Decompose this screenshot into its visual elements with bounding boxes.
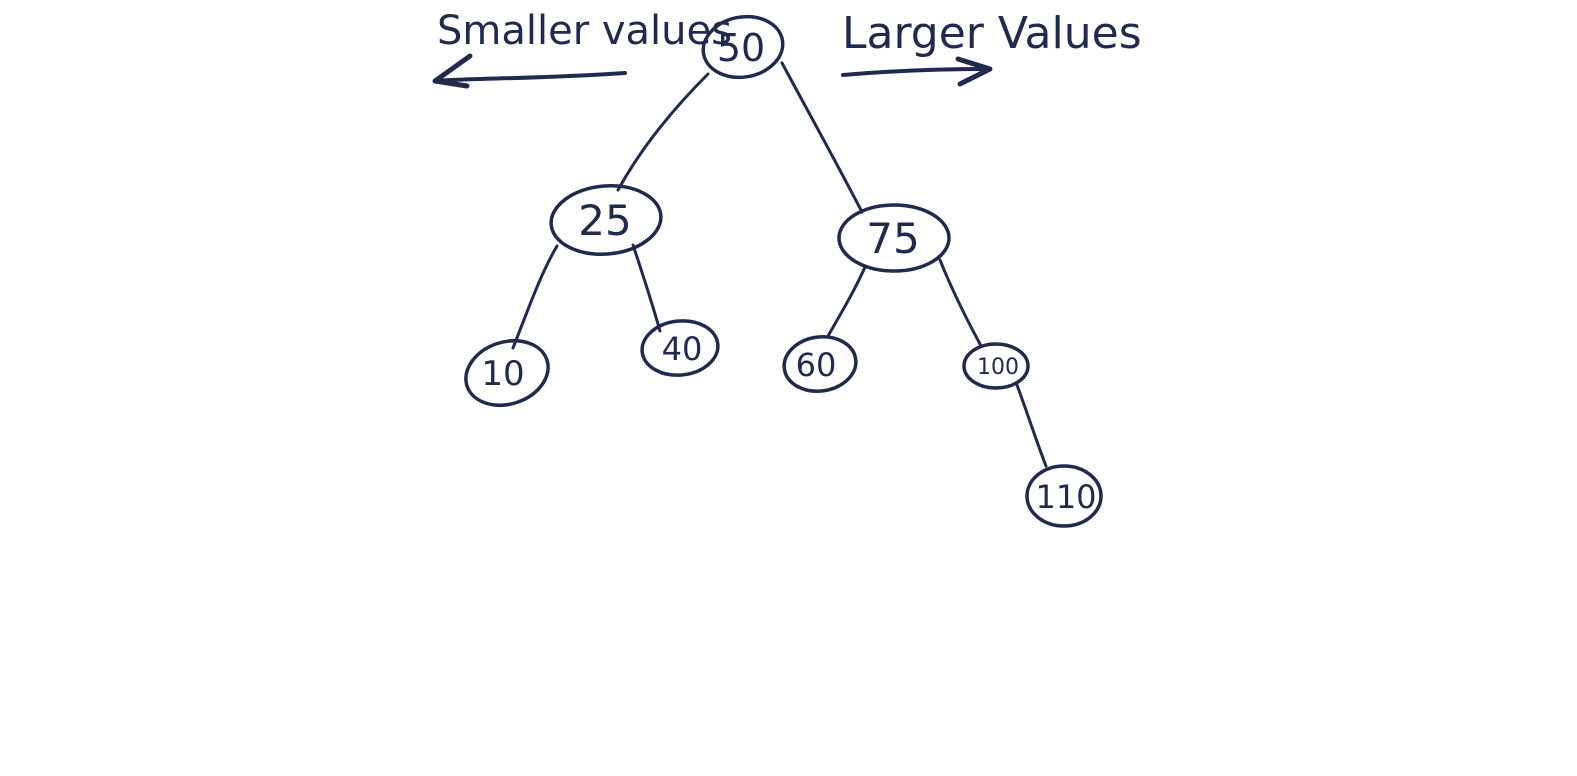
node-25: 25 — [549, 184, 663, 256]
edge-75-60 — [826, 265, 867, 338]
node-100: 100 — [962, 342, 1030, 390]
node-50-circle — [701, 14, 785, 80]
node-40: 40 — [640, 319, 720, 377]
node-110-circle — [1025, 464, 1103, 528]
right-arrow — [841, 56, 993, 87]
node-40-value: 40 — [662, 330, 703, 368]
node-40-circle — [640, 319, 720, 377]
node-60: 60 — [782, 335, 858, 393]
node-25-circle — [549, 184, 663, 256]
edge-25-40 — [631, 243, 662, 333]
left-arrow-shaft — [433, 71, 627, 83]
node-110-value: 110 — [1035, 478, 1096, 516]
node-100-circle — [962, 342, 1030, 390]
node-100-value: 100 — [977, 355, 1019, 380]
smaller-values-label: Smaller values — [437, 8, 732, 54]
node-110: 110 — [1025, 464, 1103, 528]
edge-50-75 — [780, 61, 864, 214]
node-50: 50 — [701, 14, 785, 80]
edge-25-10 — [511, 244, 559, 350]
left-arrow-head — [432, 53, 473, 89]
node-75-value: 75 — [866, 214, 919, 263]
node-10: 10 — [464, 339, 550, 407]
right-arrow-head — [955, 56, 993, 87]
node-10-circle — [464, 339, 550, 407]
larger-values-label: Larger Values — [842, 8, 1142, 59]
node-50-value: 50 — [717, 26, 765, 70]
right-arrow-shaft — [841, 67, 992, 77]
edge-75-100 — [938, 258, 982, 346]
node-10-value: 10 — [481, 354, 524, 394]
node-60-circle — [782, 335, 858, 393]
edge-100-110 — [1015, 383, 1048, 468]
left-arrow — [432, 53, 627, 89]
node-25-value: 25 — [578, 196, 631, 245]
node-75-circle — [837, 203, 951, 273]
edge-50-25 — [616, 72, 710, 192]
node-75: 75 — [837, 203, 951, 273]
tree-edges — [511, 61, 1048, 468]
node-60-value: 60 — [796, 346, 837, 384]
